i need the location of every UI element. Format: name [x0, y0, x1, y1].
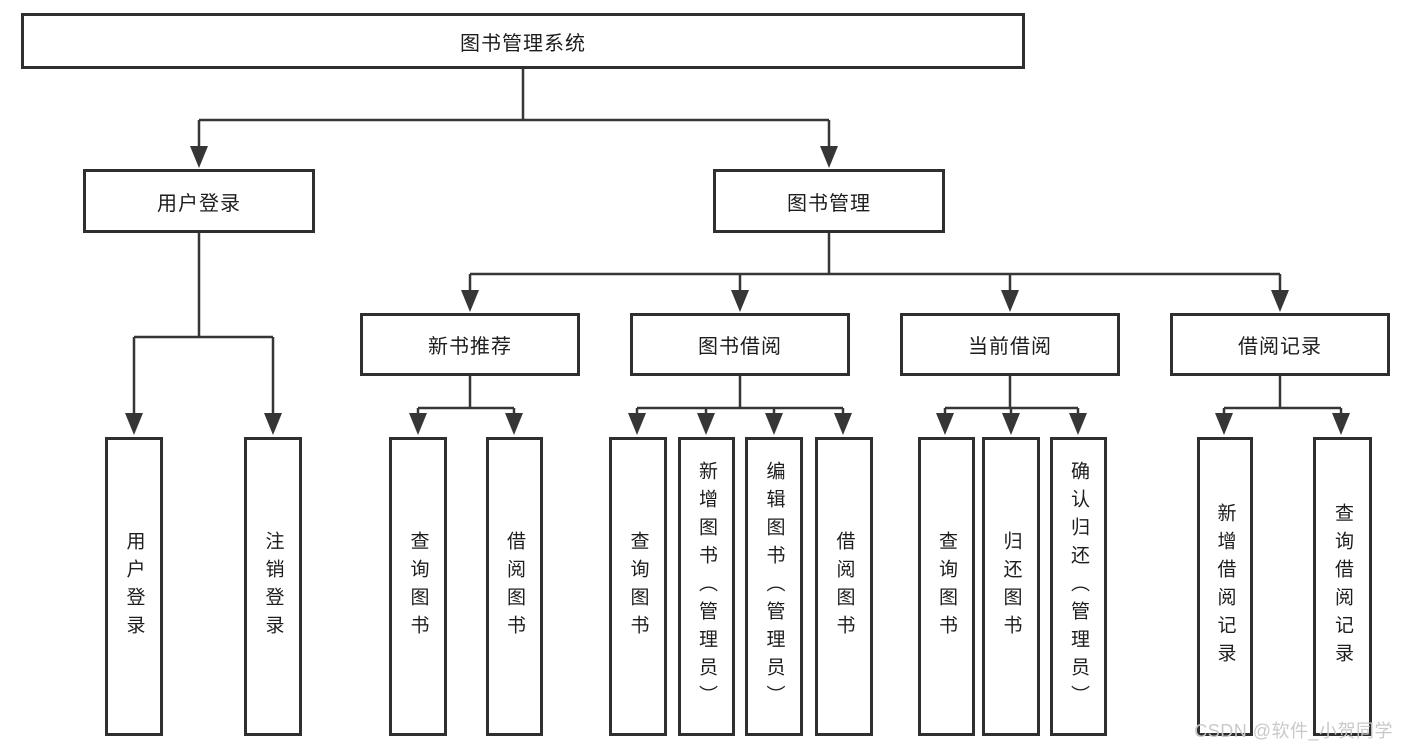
leaf-borrow-books-recommend-label: 借阅图书	[504, 530, 525, 643]
leaf-query-books-current: 查询图书	[918, 437, 975, 736]
node-new-book-recommend-label: 新书推荐	[428, 336, 512, 358]
node-book-management: 图书管理	[713, 169, 945, 233]
csdn-watermark: CSDN @软件_小贺同学	[1194, 721, 1393, 741]
leaf-add-book-admin-label: 新增图书（管理员）	[696, 460, 717, 713]
leaf-edit-book-admin: 编辑图书（管理员）	[745, 437, 803, 736]
leaf-logout-label: 注销登录	[262, 530, 284, 643]
leaf-add-book-admin: 新增图书（管理员）	[678, 437, 735, 736]
leaf-add-borrow-record-label: 新增借阅记录	[1214, 502, 1236, 671]
leaf-query-books-current-label: 查询图书	[936, 530, 957, 643]
node-new-book-recommend: 新书推荐	[360, 313, 580, 376]
node-current-borrow: 当前借阅	[900, 313, 1120, 376]
node-book-borrow-label: 图书借阅	[698, 336, 782, 358]
leaf-query-books-borrow-label: 查询图书	[627, 530, 649, 643]
leaf-return-book: 归还图书	[982, 437, 1040, 736]
leaf-logout: 注销登录	[244, 437, 302, 736]
leaf-query-books-borrow: 查询图书	[609, 437, 667, 736]
node-user-login-label: 用户登录	[157, 192, 241, 215]
leaf-query-books-recommend: 查询图书	[389, 437, 447, 736]
leaf-query-books-recommend-label: 查询图书	[407, 530, 429, 643]
leaf-borrow-books-recommend: 借阅图书	[486, 437, 543, 736]
leaf-user-login: 用户登录	[105, 437, 163, 736]
leaf-borrow-books-label: 借阅图书	[833, 530, 855, 643]
node-book-borrow: 图书借阅	[630, 313, 850, 376]
leaf-add-borrow-record: 新增借阅记录	[1197, 437, 1253, 736]
node-current-borrow-label: 当前借阅	[968, 336, 1052, 358]
node-user-login: 用户登录	[83, 169, 315, 233]
leaf-borrow-books: 借阅图书	[815, 437, 873, 736]
leaf-confirm-return-admin: 确认归还（管理员）	[1050, 437, 1107, 736]
leaf-confirm-return-admin-label: 确认归还（管理员）	[1068, 460, 1089, 713]
node-book-management-label: 图书管理	[787, 192, 871, 215]
node-borrow-records-label: 借阅记录	[1238, 336, 1322, 358]
node-borrow-records: 借阅记录	[1170, 313, 1390, 376]
node-library-system: 图书管理系统	[21, 13, 1025, 69]
leaf-query-borrow-record-label: 查询借阅记录	[1332, 502, 1353, 671]
leaf-user-login-label: 用户登录	[123, 530, 145, 643]
arrowhead-icons	[125, 146, 1350, 435]
leaf-query-borrow-record: 查询借阅记录	[1313, 437, 1372, 736]
leaf-return-book-label: 归还图书	[1000, 530, 1022, 643]
leaf-edit-book-admin-label: 编辑图书（管理员）	[763, 460, 785, 713]
node-library-system-label: 图书管理系统	[460, 32, 586, 55]
